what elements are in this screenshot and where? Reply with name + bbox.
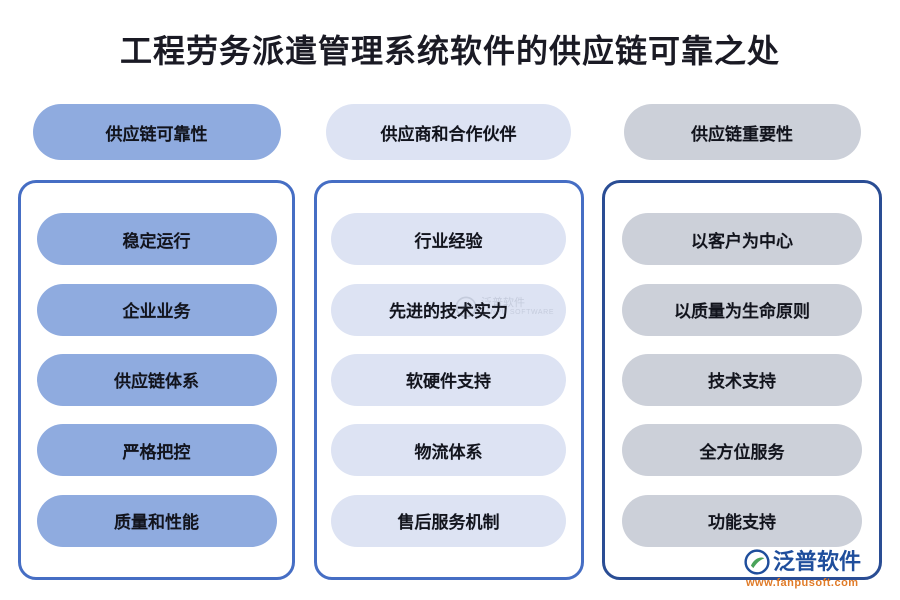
list-item[interactable]: 功能支持 [622,494,862,547]
logo-name: 泛普软件 [773,549,862,574]
column-header-2[interactable]: 供应商和合作伙伴 [326,104,571,160]
column-supply-chain-importance: 供应链重要性 以客户为中心 以质量为生命原则 技术支持 全方位服务 功能支持 [602,104,882,580]
list-item[interactable]: 严格把控 [36,424,277,477]
column-frame-3: 以客户为中心 以质量为生命原则 技术支持 全方位服务 功能支持 [602,180,882,580]
fanpu-logo: 泛普软件 www.fanpusoft.com [744,544,886,594]
fanpu-logo-icon [744,549,770,575]
page-title: 工程劳务派遣管理系统软件的供应链可靠之处 [119,33,780,69]
column-frame-2: 行业经验 先进的技术实力 软硬件支持 物流体系 售后服务机制 [313,180,584,580]
column-suppliers-and-partners: 供应商和合作伙伴 行业经验 先进的技术实力 软硬件支持 物流体系 售后服务机制 [313,104,584,580]
columns-container: 供应链可靠性 稳定运行 企业业务 供应链体系 严格把控 质量和性能 供应商和合作… [18,104,882,580]
list-item[interactable]: 以客户为中心 [622,213,862,266]
list-item[interactable]: 行业经验 [331,213,566,266]
list-item[interactable]: 先进的技术实力 [331,283,566,336]
list-item[interactable]: 供应链体系 [36,353,277,406]
list-item[interactable]: 企业业务 [36,283,277,336]
list-item[interactable]: 软硬件支持 [331,353,566,406]
list-item[interactable]: 物流体系 [331,424,566,477]
list-item[interactable]: 以质量为生命原则 [622,283,862,336]
list-item[interactable]: 技术支持 [622,353,862,406]
list-item[interactable]: 稳定运行 [36,213,277,266]
logo-url: www.fanpusoft.com [746,577,859,589]
list-item[interactable]: 全方位服务 [622,424,862,477]
column-supply-chain-reliability: 供应链可靠性 稳定运行 企业业务 供应链体系 严格把控 质量和性能 [18,104,295,580]
list-item[interactable]: 质量和性能 [36,494,277,547]
logo-row: 泛普软件 [744,549,861,575]
column-header-3[interactable]: 供应链重要性 [623,104,861,160]
column-header-1[interactable]: 供应链可靠性 [32,104,281,160]
column-frame-1: 稳定运行 企业业务 供应链体系 严格把控 质量和性能 [18,180,295,580]
list-item[interactable]: 售后服务机制 [331,494,566,547]
